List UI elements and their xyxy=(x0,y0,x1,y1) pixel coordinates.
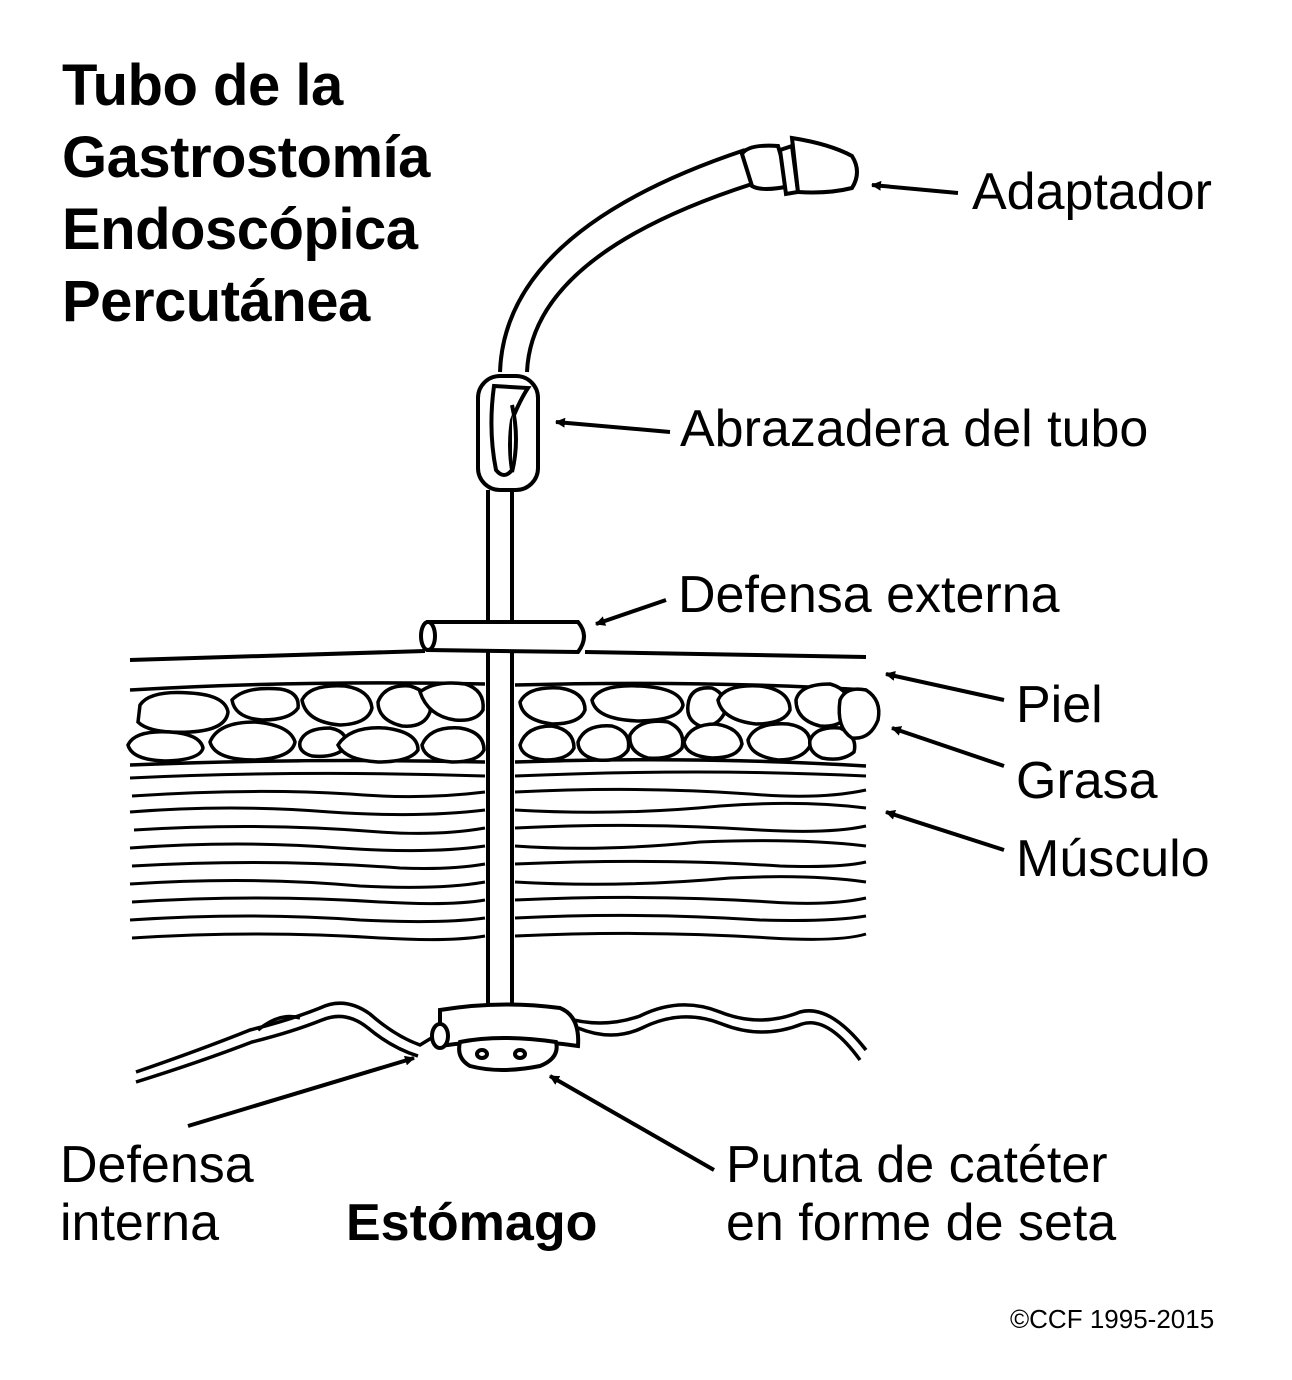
external-bolster xyxy=(419,620,586,655)
label-musculo: Músculo xyxy=(1016,830,1210,888)
diagram-title: Tubo de la Gastrostomía Endoscópica Perc… xyxy=(62,50,430,338)
copyright-notice: ©CCF 1995-2015 xyxy=(1010,1304,1215,1334)
label-abrazadera: Abrazadera del tubo xyxy=(680,400,1149,458)
arrow-musculo xyxy=(885,809,1005,852)
label-punta-2: en forme de seta xyxy=(726,1194,1117,1252)
internal-bolster xyxy=(430,1002,581,1072)
arrow-adaptador xyxy=(871,180,959,195)
title-line-1: Tubo de la xyxy=(62,53,343,118)
arrow-grasa xyxy=(891,726,1005,768)
fat-layer xyxy=(126,681,881,768)
label-punta-1: Punta de catéter xyxy=(726,1136,1108,1194)
adapter xyxy=(739,135,859,197)
label-defensa-externa: Defensa externa xyxy=(678,566,1060,624)
label-defensa-interna-2: interna xyxy=(60,1194,219,1252)
arrow-defensa-externa xyxy=(595,598,667,626)
title-line-2: Gastrostomía xyxy=(62,125,430,190)
arrow-punta xyxy=(549,1074,715,1172)
arrow-piel xyxy=(885,671,1005,702)
label-defensa-interna-1: Defensa xyxy=(60,1136,254,1194)
arrow-abrazadera xyxy=(555,417,671,434)
label-estomago: Estómago xyxy=(346,1194,598,1252)
label-adaptador: Adaptador xyxy=(972,163,1212,221)
stomach-wall xyxy=(135,1001,868,1084)
tube-clamp xyxy=(476,374,540,492)
label-grasa: Grasa xyxy=(1016,752,1158,810)
title-line-4: Percutánea xyxy=(62,269,370,334)
arrow-defensa-interna xyxy=(187,1055,415,1128)
muscle-layer xyxy=(129,770,867,942)
skin-layer xyxy=(129,649,867,662)
feeding-tube xyxy=(486,148,753,1006)
label-piel: Piel xyxy=(1016,676,1103,734)
title-line-3: Endoscópica xyxy=(62,197,418,262)
label-arrows xyxy=(187,180,1005,1172)
